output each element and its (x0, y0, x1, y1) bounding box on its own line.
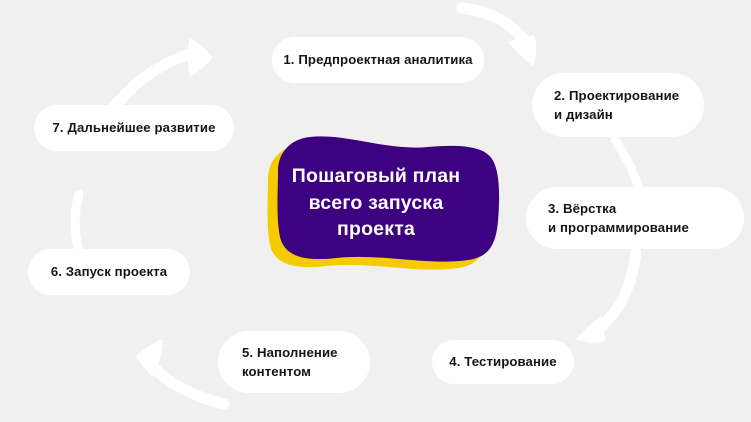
step-node-5[interactable]: 5. Наполнение контентом (218, 331, 370, 393)
step-node-4[interactable]: 4. Тестирование (432, 340, 574, 384)
connector-stroke-2-to-3 (610, 135, 643, 191)
step-node-7[interactable]: 7. Дальнейшее развитие (34, 105, 234, 151)
step-label-1: 1. Предпроектная аналитика (283, 52, 473, 68)
connector-arrow-7-to-1 (102, 38, 213, 121)
center-badge: Пошаговый план всего запуска проекта (258, 133, 500, 281)
step-label-4: 4. Тестирование (449, 354, 557, 370)
step-label-6: 6. Запуск проекта (50, 264, 168, 280)
connector-stroke-6-to-7 (70, 189, 84, 253)
step-node-6[interactable]: 6. Запуск проекта (28, 249, 190, 295)
connector-arrow-5-to-6 (136, 339, 230, 410)
center-badge-title: Пошаговый план всего запуска проекта (291, 164, 461, 241)
connector-arrow-3-to-4 (576, 246, 642, 343)
step-node-2[interactable]: 2. Проектирование и дизайн (532, 73, 704, 137)
badge-main-shape (277, 136, 500, 262)
step-label-2: 2. Проектирование и дизайн (554, 87, 680, 122)
step-label-5: 5. Наполнение контентом (242, 344, 338, 379)
step-node-1[interactable]: 1. Предпроектная аналитика (272, 37, 484, 83)
step-node-3[interactable]: 3. Вёрстка и программирование (526, 187, 744, 249)
step-label-3: 3. Вёрстка и программирование (548, 200, 689, 235)
step-label-7: 7. Дальнейшее развитие (52, 120, 216, 136)
